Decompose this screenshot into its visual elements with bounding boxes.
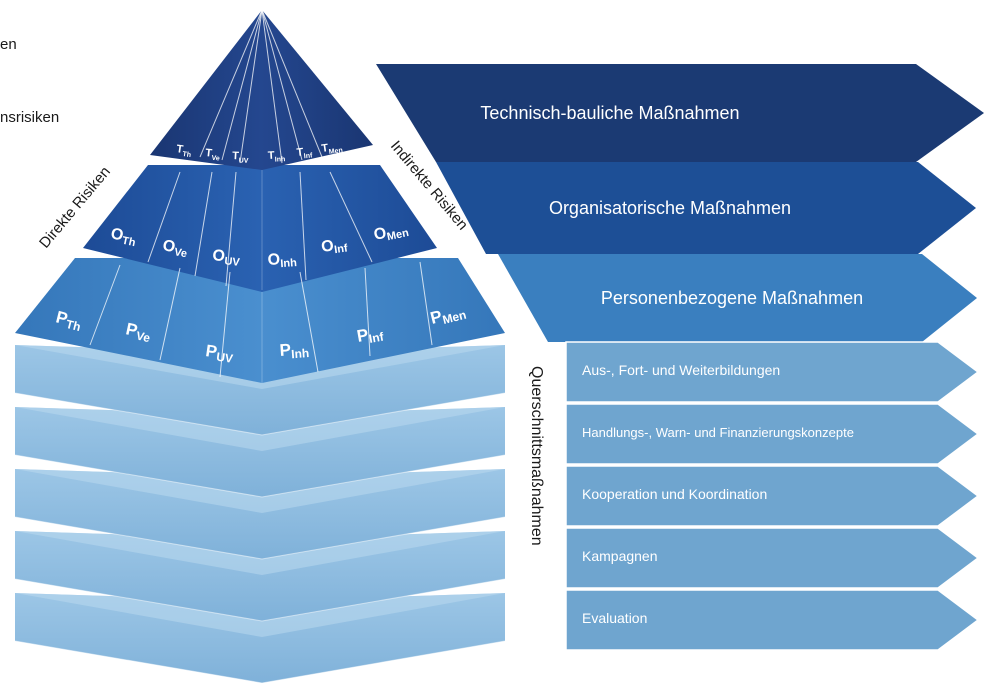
cross-measure-arrow: Evaluation — [565, 589, 980, 651]
cross-measure-label: Aus-, Fort- und Weiterbildungen — [582, 362, 780, 378]
risk-cell-letter: O — [161, 237, 176, 256]
pyramid-tier-p — [15, 258, 505, 383]
risk-cell-label: OVe — [161, 237, 189, 260]
risk-cell-letter: P — [428, 307, 444, 328]
measure-arrow: Personenbezogene Maßnahmen — [498, 254, 977, 342]
risk-cell-subscript: Th — [121, 235, 137, 250]
risk-cell-label: TMen — [321, 140, 343, 157]
measure-arrows: Technisch-bauliche MaßnahmenOrganisatori… — [376, 64, 984, 342]
risk-cell-subscript: Inh — [291, 346, 310, 361]
cross-measure-arrows: Aus-, Fort- und WeiterbildungenHandlungs… — [565, 341, 980, 651]
risk-cell-letter: T — [296, 146, 304, 159]
risk-cell-subscript: UV — [215, 350, 233, 366]
risk-cell-label: PInf — [355, 323, 385, 348]
risk-cell-subscript: Ve — [211, 155, 220, 163]
risk-cell-letter: O — [212, 247, 226, 265]
risk-cell-letter: O — [320, 237, 335, 256]
risk-cell-subscript: UV — [238, 157, 248, 165]
risk-cell-label: OInh — [267, 250, 297, 271]
cross-measure-arrow: Handlungs-, Warn- und Finanzierungskonze… — [565, 403, 980, 465]
risk-cell-label: OInf — [320, 235, 349, 257]
risk-cell-label: PInh — [279, 339, 310, 362]
measure-label: Technisch-bauliche Maßnahmen — [480, 103, 739, 123]
risk-cell-letter: T — [268, 150, 276, 162]
risk-cell-label: TTh — [175, 143, 192, 159]
risk-cell-label: OMen — [372, 220, 410, 246]
risk-cell-letter: O — [109, 225, 125, 244]
measure-label: Personenbezogene Maßnahmen — [601, 288, 863, 308]
risk-cell-label: TInh — [268, 149, 286, 164]
cross-measure-label: Evaluation — [582, 610, 647, 626]
risk-cell-label: TUV — [232, 150, 249, 165]
risk-cell-subscript: Ve — [173, 246, 188, 260]
risk-cell-letter: P — [204, 341, 218, 361]
risk-cell-label: TInf — [296, 145, 313, 161]
cross-measure-arrow: Kampagnen — [565, 527, 980, 589]
cross-measure-label: Kampagnen — [582, 548, 658, 564]
risk-cell-letter: P — [124, 319, 139, 340]
legend-fragment-1: en — [0, 36, 17, 53]
cross-measure-label: Kooperation und Koordination — [582, 486, 767, 502]
risk-cell-subscript: Th — [65, 317, 83, 334]
risk-cell-subscript: Ve — [135, 329, 152, 346]
risk-cell-subscript: Inh — [275, 156, 286, 164]
measure-label: Organisatorische Maßnahmen — [549, 198, 791, 218]
risk-cell-label: TVe — [204, 147, 220, 162]
risk-cell-letter: T — [232, 150, 240, 162]
risk-cell-subscript: Inf — [333, 242, 348, 256]
measure-arrow: Technisch-bauliche Maßnahmen — [376, 64, 984, 162]
risk-cell-letter: P — [279, 340, 292, 360]
side-label-querschnittsmassnahmen: Querschnittsmaßnahmen — [528, 366, 545, 546]
risk-cell-label: OTh — [109, 225, 139, 249]
risk-cell-letter: T — [321, 142, 330, 155]
risk-cell-subscript: Inf — [368, 329, 386, 346]
cross-measure-arrow: Kooperation und Koordination — [565, 465, 980, 527]
risk-cell-subscript: Inh — [280, 257, 298, 270]
risk-cell-label: PUV — [204, 341, 235, 366]
legend-fragment-2: nsrisiken — [0, 109, 59, 126]
risk-cell-subscript: Th — [182, 151, 191, 159]
risk-cell-letter: T — [205, 147, 213, 160]
risk-cell-subscript: Men — [386, 227, 410, 243]
cross-measure-arrow: Aus-, Fort- und Weiterbildungen — [565, 341, 980, 403]
risk-cell-subscript: Men — [328, 147, 343, 156]
cross-measure-label: Handlungs-, Warn- und Finanzierungskonze… — [582, 425, 854, 440]
risk-cell-label: OUV — [211, 247, 241, 269]
risk-cell-subscript: UV — [224, 255, 241, 269]
risk-cell-letter: T — [176, 143, 185, 156]
pyramid-tier-t — [150, 10, 373, 170]
risk-cell-label: PMen — [428, 301, 467, 330]
risk-cell-subscript: Inf — [303, 152, 313, 160]
risk-cell-letter: O — [267, 251, 281, 269]
risk-cell-subscript: Men — [441, 308, 468, 327]
cross-section-slabs — [14, 345, 506, 684]
measure-arrow: Organisatorische Maßnahmen — [436, 162, 976, 254]
risk-cell-letter: P — [54, 307, 70, 328]
risk-cell-letter: P — [355, 325, 369, 346]
risk-cell-label: PTh — [54, 307, 84, 334]
risk-cell-label: PVe — [124, 319, 153, 345]
risk-cell-letter: O — [372, 225, 388, 244]
